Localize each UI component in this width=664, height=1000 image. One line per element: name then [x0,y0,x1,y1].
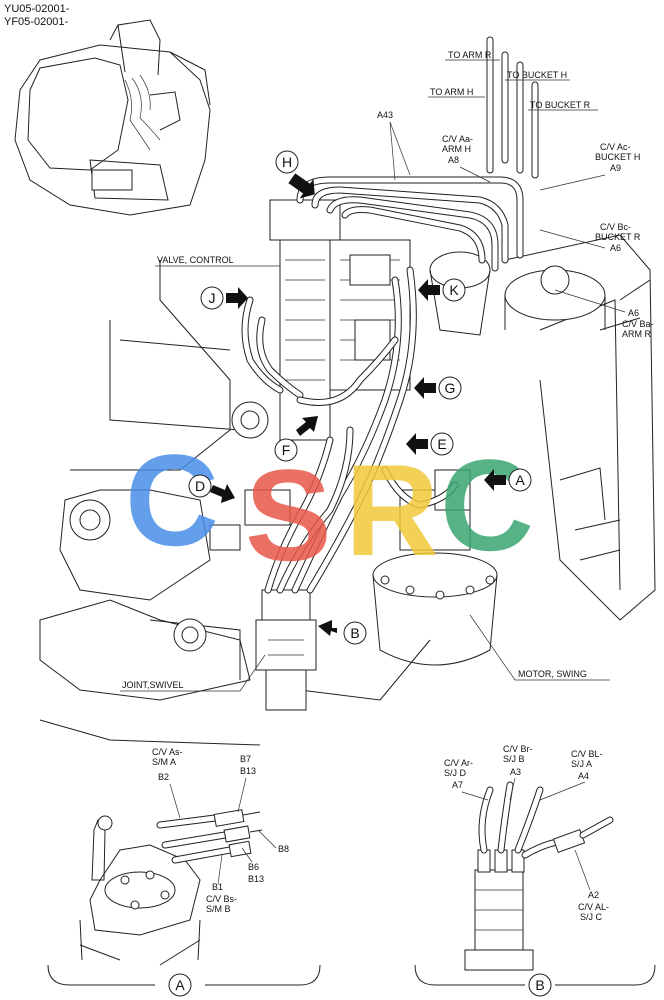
view-marker-d: D [188,474,235,503]
detail-b-a2: A2 [588,890,599,900]
serial-line-1: YU05-02001- [4,3,70,15]
view-marker-h: H [275,150,315,199]
label-to-arm-h: TO ARM H [430,87,473,97]
label-cv-aa-2: ARM H [442,144,471,154]
watermark-letter-2: S [245,442,332,588]
detail-b-a7: A7 [452,780,463,790]
detail-b-cv-ar-2: S/J D [444,768,467,778]
label-joint-swivel: JOINT,SWIVEL [122,680,184,690]
detail-a-b7: B7 [240,754,251,764]
detail-a-b13-bottom: B13 [248,874,264,884]
detail-b-cv-bl-2: S/J A [571,759,592,769]
detail-a-b1: B1 [212,882,223,892]
label-a9: A9 [610,163,621,173]
label-a6-right: A6 [628,308,639,318]
watermark: C S R C [125,427,534,588]
detail-b-cv-ar-1: C/V Ar- [444,758,473,768]
label-to-arm-r: TO ARM R [448,50,492,60]
detail-a-b13-top: B13 [240,766,256,776]
detail-a-cv-as-1: C/V As- [152,747,183,757]
detail-b-label: B [535,977,544,993]
svg-text:F: F [282,442,291,458]
label-cv-aa-1: C/V Aa- [442,134,473,144]
view-marker-j: J [200,286,248,310]
svg-text:H: H [282,154,292,170]
label-valve-control: VALVE, CONTROL [157,255,234,265]
label-motor-swing: MOTOR, SWING [518,669,587,679]
svg-text:J: J [209,290,216,306]
detail-a: C/V As- S/M A B2 B7 B13 B8 B6 B13 B1 C/V… [47,747,321,997]
detail-b-a4: A4 [578,771,589,781]
label-cv-ac-2: BUCKET H [595,152,640,162]
label-a6-top: A6 [610,243,621,253]
detail-b-a3: A3 [510,767,521,777]
view-marker-a: A [484,468,532,492]
svg-text:B: B [350,625,359,641]
label-a43: A43 [377,110,393,120]
view-marker-e: E [406,432,454,456]
svg-text:D: D [195,478,205,494]
label-cv-ba-2: ARM R [622,329,652,339]
svg-text:A: A [515,472,525,488]
watermark-letter-1: C [125,427,219,573]
detail-a-b8: B8 [278,844,289,854]
svg-text:K: K [449,282,459,298]
watermark-letter-4: C [440,432,534,578]
view-marker-g: G [414,376,462,400]
watermark-letter-3: R [345,437,439,583]
detail-b-cv-br-2: S/J B [503,754,525,764]
detail-b-cv-al-1: C/V AL- [578,902,609,912]
svg-text:E: E [437,436,446,452]
detail-b: C/V Br- S/J B A3 C/V BL- S/J A A4 C/V Ar… [414,744,656,997]
detail-a-cv-bs-2: S/M B [206,904,231,914]
label-cv-bc-1: C/V Bc- [600,222,631,232]
label-cv-ac-1: C/V Ac- [600,142,631,152]
label-cv-bc-2: BUCKET R [595,232,641,242]
view-marker-f: F [274,416,318,462]
detail-a-cv-as-2: S/M A [152,757,176,767]
excavator-overview [14,19,211,216]
label-to-bucket-h: TO BUCKET H [507,70,567,80]
detail-a-b2: B2 [158,772,169,782]
view-marker-k: K [418,278,466,302]
view-markers: H J K G F E D [188,150,532,645]
main-callouts: TO ARM R TO BUCKET H TO ARM H TO BUCKET … [120,50,654,692]
detail-a-label: A [175,977,185,993]
label-to-bucket-r: TO BUCKET R [530,100,591,110]
label-cv-ba-1: C/V Ba- [622,319,654,329]
detail-b-cv-al-2: S/J C [580,912,603,922]
detail-a-b6: B6 [248,862,259,872]
serial-line-2: YF05-02001- [4,16,69,28]
detail-b-cv-bl-1: C/V BL- [571,749,603,759]
detail-b-cv-br-1: C/V Br- [503,744,533,754]
label-a8: A8 [448,155,459,165]
svg-text:G: G [445,380,456,396]
view-marker-b: B [318,620,367,645]
detail-a-cv-bs-1: C/V Bs- [206,894,237,904]
